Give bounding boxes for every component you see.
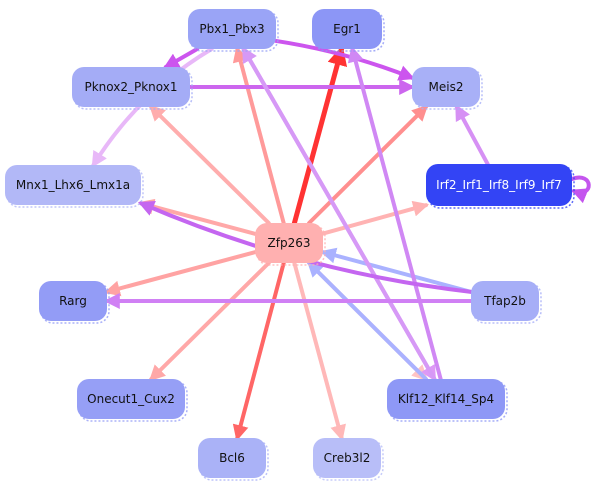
node-box xyxy=(188,9,276,49)
edge-tfap2b-to-zfp263 xyxy=(319,247,473,294)
node-box xyxy=(77,379,185,419)
edge-pbx1-pbx3-to-pknox2-pknox1 xyxy=(163,47,200,69)
node-box xyxy=(312,9,382,49)
edge-zfp263-to-meis2 xyxy=(307,104,429,225)
node-box xyxy=(198,438,266,478)
node-label: Zfp263 xyxy=(268,236,311,250)
edge-zfp263-to-pbx1-pbx3 xyxy=(232,45,286,225)
edge-irf2-irf1-irf8-irf9-irf7-to-meis2 xyxy=(454,104,490,166)
node-label: Rarg xyxy=(59,294,87,308)
node-mnx1-lhx6-lmx1a[interactable]: Mnx1_Lhx6_Lmx1a xyxy=(5,165,144,208)
node-label: Tfap2b xyxy=(483,294,526,308)
edge-pbx1-pbx3-to-meis2 xyxy=(274,38,415,81)
node-label: Pbx1_Pbx3 xyxy=(199,22,264,36)
node-pbx1-pbx3[interactable]: Pbx1_Pbx3 xyxy=(188,9,279,52)
node-box xyxy=(412,67,480,107)
node-irf2-irf1-irf8-irf9-irf7[interactable]: Irf2_Irf1_Irf8_Irf9_Irf7 xyxy=(426,164,575,209)
node-bcl6[interactable]: Bcl6 xyxy=(198,438,269,481)
node-label: Creb3l2 xyxy=(324,451,371,465)
node-label: Klf12_Klf14_Sp4 xyxy=(398,392,494,406)
node-label: Pknox2_Pknox1 xyxy=(85,80,178,94)
edge-zfp263-to-onecut1-cux2 xyxy=(148,261,271,382)
node-box xyxy=(255,223,323,263)
node-rarg[interactable]: Rarg xyxy=(39,281,110,324)
node-label: Egr1 xyxy=(333,22,361,36)
edge-irf2-irf1-irf8-irf9-irf7-to-irf2-irf1-irf8-irf9-irf7 xyxy=(570,175,591,204)
edge-zfp263-to-pknox2-pknox1 xyxy=(148,104,271,225)
node-label: Onecut1_Cux2 xyxy=(87,392,175,406)
edge-zfp263-to-egr1 xyxy=(291,45,348,226)
edge-klf12-klf14-sp4-to-zfp263 xyxy=(306,260,428,381)
node-label: Mnx1_Lhx6_Lmx1a xyxy=(16,178,130,192)
node-label: Bcl6 xyxy=(219,451,245,465)
node-pknox2-pknox1[interactable]: Pknox2_Pknox1 xyxy=(72,67,193,110)
node-box xyxy=(39,281,107,321)
node-egr1[interactable]: Egr1 xyxy=(312,9,385,52)
edge-klf12-klf14-sp4-to-egr1 xyxy=(347,45,443,381)
edge-zfp263-to-creb3l2 xyxy=(292,261,346,442)
edge-zfp263-to-irf2-irf1-irf8-irf9-irf7 xyxy=(321,200,430,236)
node-creb3l2[interactable]: Creb3l2 xyxy=(313,438,384,481)
node-box xyxy=(313,438,381,478)
edge-zfp263-to-rarg xyxy=(103,250,257,297)
edge-klf12-klf14-sp4-to-pbx1-pbx3 xyxy=(241,46,437,381)
node-onecut1-cux2[interactable]: Onecut1_Cux2 xyxy=(77,379,188,422)
node-zfp263[interactable]: Zfp263 xyxy=(255,223,326,266)
node-meis2[interactable]: Meis2 xyxy=(412,67,483,110)
edge-layer xyxy=(91,38,591,442)
node-label: Meis2 xyxy=(429,80,464,94)
edge-zfp263-to-mnx1-lhx6-lmx1a xyxy=(137,198,257,236)
node-box xyxy=(72,67,190,107)
node-box xyxy=(426,164,572,206)
node-label: Irf2_Irf1_Irf8_Irf9_Irf7 xyxy=(436,178,562,192)
node-box xyxy=(471,281,539,321)
node-box xyxy=(5,165,141,205)
node-klf12-klf14-sp4[interactable]: Klf12_Klf14_Sp4 xyxy=(387,379,508,422)
node-box xyxy=(387,379,505,419)
node-tfap2b[interactable]: Tfap2b xyxy=(471,281,542,324)
edge-zfp263-to-bcl6 xyxy=(232,261,286,442)
